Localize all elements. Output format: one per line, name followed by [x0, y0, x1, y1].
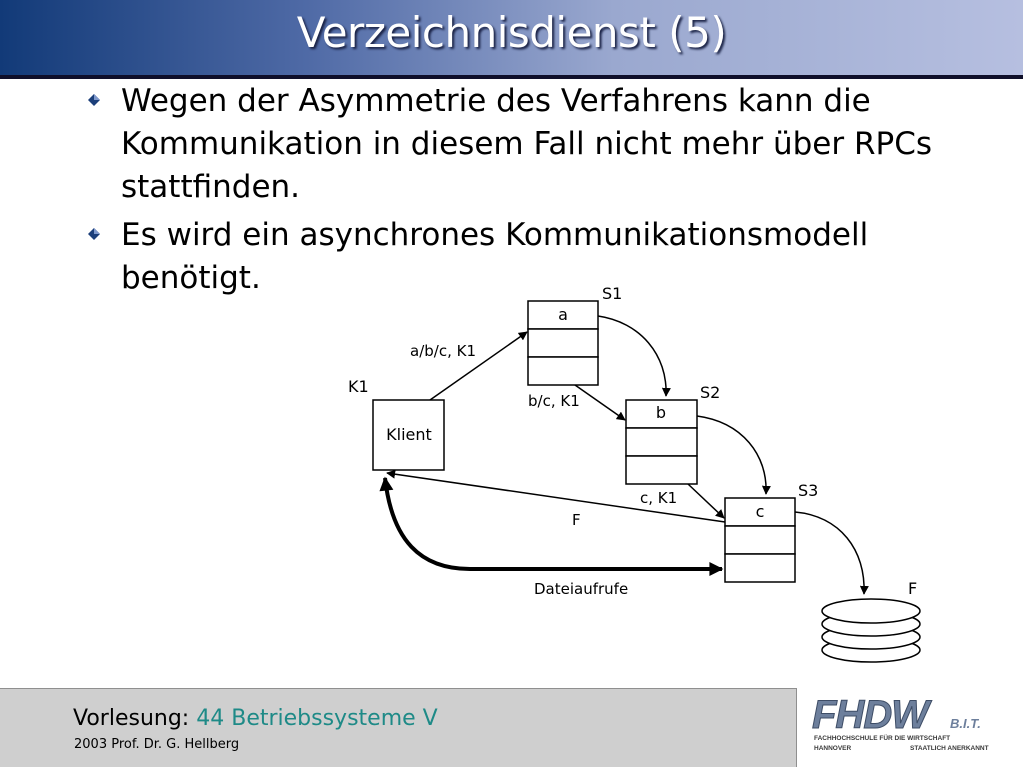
bullet-list: Wegen der Asymmetrie des Verfahrens kann…	[84, 80, 964, 305]
curve-s2-to-s3	[696, 415, 771, 495]
s3-entry: c	[756, 502, 765, 521]
client-node: Klient	[372, 399, 445, 471]
bullet-item: Wegen der Asymmetrie des Verfahrens kann…	[84, 80, 964, 209]
edge-label-file-calls: Dateiaufrufe	[534, 580, 628, 598]
footer-lecture: Vorlesung: 44 Betriebssysteme V	[73, 706, 438, 731]
curve-s3-to-file	[794, 511, 869, 595]
footer: Vorlesung: 44 Betriebssysteme V 2003 Pro…	[0, 688, 797, 767]
s2-entry: b	[656, 403, 666, 422]
logo-line1: FACHHOCHSCHULE FÜR DIE WIRTSCHAFT	[814, 733, 950, 742]
logo-line2-right: STAATLICH ANERKANNT	[910, 745, 989, 752]
diamond-bullet-icon	[88, 228, 100, 240]
footer-author: 2003 Prof. Dr. G. Hellberg	[74, 737, 240, 752]
fhdw-logo: FHDW B.I.T. FACHHOCHSCHULE FÜR DIE WIRTS…	[812, 693, 989, 753]
server-s2: b	[625, 399, 698, 485]
edge-s2-to-s3	[687, 483, 725, 519]
title-bar	[0, 0, 1023, 75]
edge-client-to-s1	[429, 331, 528, 401]
s2-name: S2	[700, 383, 720, 402]
logo-wordmark: FHDW	[812, 693, 932, 737]
s1-entry: a	[558, 305, 568, 324]
server-s3: c	[724, 497, 796, 583]
s3-name: S3	[798, 481, 818, 500]
footer-course: 44 Betriebssysteme V	[196, 706, 438, 731]
bullet-item: Es wird ein asynchrones Kommunikationsmo…	[84, 214, 964, 300]
bullet-text: Wegen der Asymmetrie des Verfahrens kann…	[121, 83, 933, 205]
bullet-text: Es wird ein asynchrones Kommunikationsmo…	[121, 217, 869, 296]
edge-label-client-to-s1: a/b/c, K1	[410, 342, 476, 360]
edge-label-s1-to-s2: b/c, K1	[528, 392, 580, 410]
edge-label-s2-to-s3: c, K1	[640, 489, 677, 507]
slide-title: Verzeichnisdienst (5)	[296, 8, 727, 57]
file-label: F	[908, 579, 917, 598]
diamond-bullet-icon	[88, 94, 100, 106]
curve-s1-to-s2	[597, 315, 671, 397]
edge-s1-to-s2	[574, 384, 626, 421]
footer-lecture-prefix: Vorlesung:	[73, 706, 190, 731]
edge-file-calls	[379, 476, 724, 576]
file-storage-icon	[821, 598, 921, 663]
logo-line2-left: HANNOVER	[814, 745, 852, 752]
edge-label-s3-to-client: F	[572, 511, 581, 529]
client-label: Klient	[386, 425, 432, 444]
title-divider	[0, 75, 1023, 79]
server-s1: a	[527, 300, 599, 386]
logo-suffix: B.I.T.	[950, 716, 981, 731]
s1-name: S1	[602, 284, 622, 303]
client-name: K1	[348, 377, 369, 396]
